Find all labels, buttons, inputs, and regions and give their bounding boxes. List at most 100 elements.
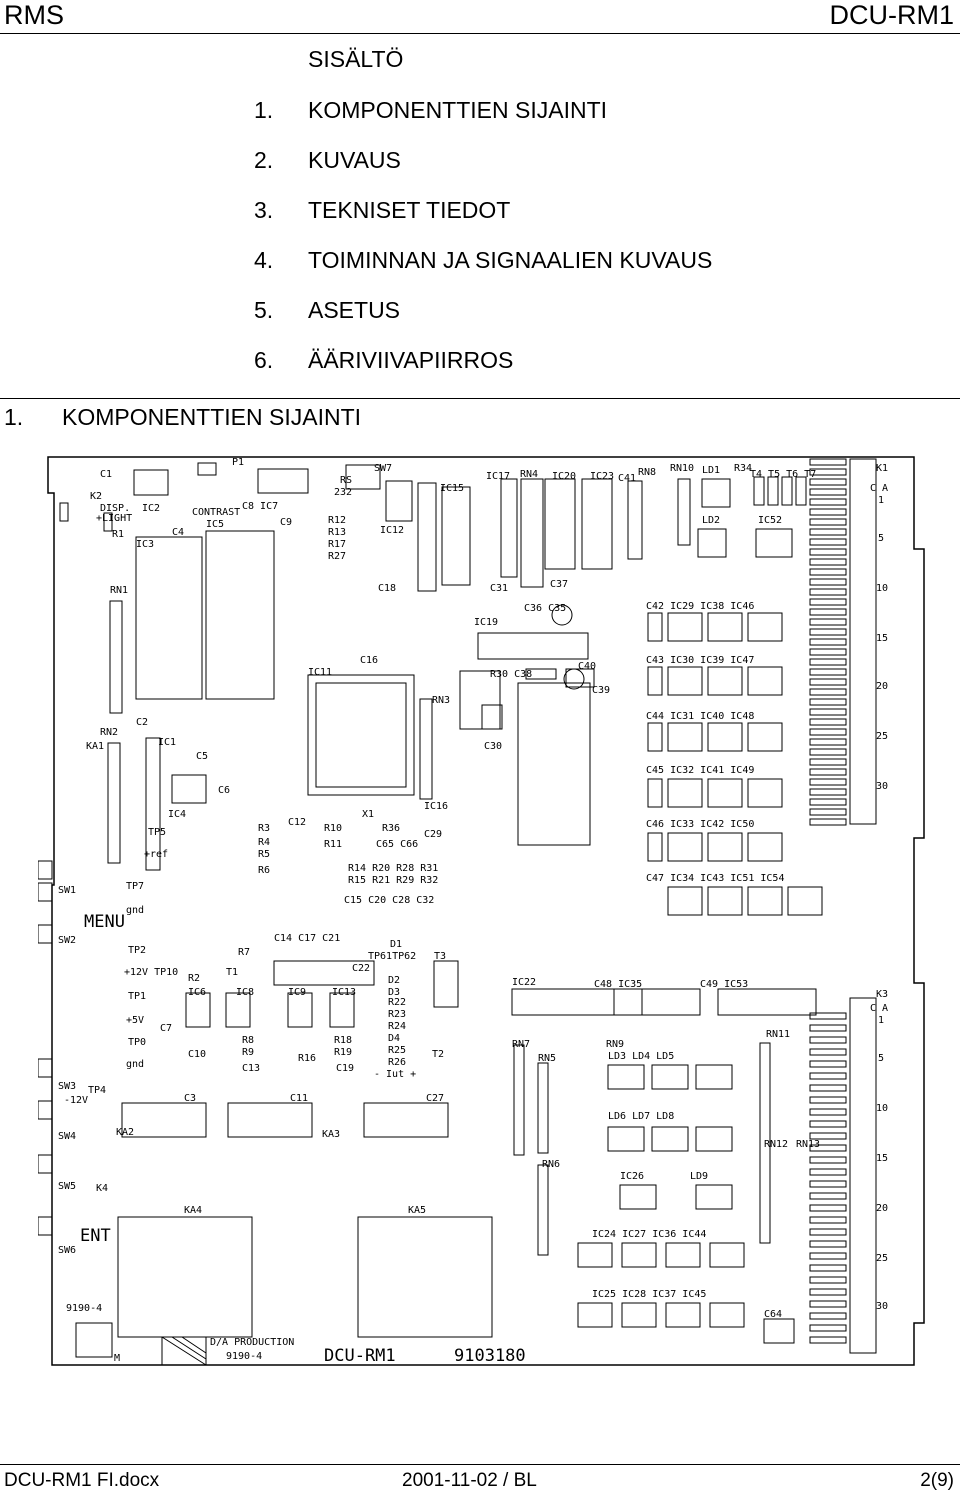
pcb-label-x1: X1 bbox=[362, 809, 374, 820]
pcb-label-c-a: C A bbox=[870, 483, 888, 494]
pcb-label-t3: T3 bbox=[434, 951, 446, 962]
pcb-label-c27: C27 bbox=[426, 1093, 444, 1104]
pcb-label-k3: K3 bbox=[876, 989, 888, 1000]
pcb-label-rn10: RN10 bbox=[670, 463, 694, 474]
footer-filename: DCU-RM1 FI.docx bbox=[4, 1470, 160, 1491]
pcb-label-k3-pin1: 1 bbox=[878, 1015, 884, 1026]
pcb-label-r30: R30 C38 bbox=[490, 669, 532, 680]
footer-divider bbox=[0, 1464, 960, 1465]
pcb-label-r26: R26 bbox=[388, 1057, 406, 1068]
pcb-label-ic2: IC2 bbox=[142, 503, 160, 514]
toc-item[interactable]: 4.TOIMINNAN JA SIGNAALIEN KUVAUS bbox=[254, 246, 712, 296]
pcb-label-r9: R9 bbox=[242, 1047, 254, 1058]
pcb-label-tp61: TP61TP62 bbox=[368, 951, 416, 962]
pcb-label-ld2: LD2 bbox=[702, 515, 720, 526]
pcb-label-sw4: SW4 bbox=[58, 1131, 76, 1142]
pcb-label-ic13: IC13 bbox=[332, 987, 356, 998]
section-title: KOMPONENTTIEN SIJAINTI bbox=[62, 404, 362, 430]
pcb-label-r5: R5 bbox=[258, 849, 270, 860]
pcb-label-c5: C5 bbox=[196, 751, 208, 762]
pcb-label-rn11: RN11 bbox=[766, 1029, 790, 1040]
pcb-label-k3-pin5: 5 bbox=[878, 1053, 884, 1064]
pcb-label-ic16: IC16 bbox=[424, 801, 448, 812]
pcb-label-c16: C16 bbox=[360, 655, 378, 666]
pcb-label-r10: R10 bbox=[324, 823, 342, 834]
pcb-label-ic52: IC52 bbox=[758, 515, 782, 526]
pcb-label-r13: R13 bbox=[328, 527, 346, 538]
toc-item[interactable]: 6.ÄÄRIVIIVAPIIRROS bbox=[254, 346, 712, 396]
toc-item[interactable]: 2.KUVAUS bbox=[254, 146, 712, 196]
pcb-label-ic3: IC3 bbox=[136, 539, 154, 550]
header-doc-name: RMS bbox=[4, 0, 64, 30]
pcb-label-ic5: IC5 bbox=[206, 519, 224, 530]
pcb-layout-drawing bbox=[38, 456, 925, 1366]
pcb-label-menu: MENU bbox=[84, 912, 125, 932]
toc-item[interactable]: 3.TEKNISET TIEDOT bbox=[254, 196, 712, 246]
pcb-label-side-code: 9190-4 bbox=[66, 1303, 102, 1314]
pcb-label-r22: R22 bbox=[388, 997, 406, 1008]
pcb-label-c37: C37 bbox=[550, 579, 568, 590]
pcb-label-ic11: IC11 bbox=[308, 667, 332, 678]
pcb-label-r24: R24 bbox=[388, 1021, 406, 1032]
pcb-label-rn5: RN5 bbox=[538, 1053, 556, 1064]
pcb-label-r3: R3 bbox=[258, 823, 270, 834]
pcb-label-rn2: RN2 bbox=[100, 727, 118, 738]
pcb-label-r6: R6 bbox=[258, 865, 270, 876]
pcb-label-r25: R25 bbox=[388, 1045, 406, 1056]
pcb-label-ic19: IC19 bbox=[474, 617, 498, 628]
pcb-label-sw5: SW5 bbox=[58, 1181, 76, 1192]
pcb-label-c46: C46 IC33 IC42 IC50 bbox=[646, 819, 754, 830]
pcb-label-sw2: SW2 bbox=[58, 935, 76, 946]
pcb-label-tp7: TP7 bbox=[126, 881, 144, 892]
toc-item-number: 6. bbox=[254, 347, 274, 373]
pcb-label-m: M bbox=[114, 1353, 120, 1364]
toc-item[interactable]: 5.ASETUS bbox=[254, 296, 712, 346]
header-device-name: DCU-RM1 bbox=[829, 0, 955, 30]
pcb-label-c64: C64 bbox=[764, 1309, 782, 1320]
pcb-label-ic17: IC17 bbox=[486, 471, 510, 482]
pcb-label-rn12: RN12 bbox=[764, 1139, 788, 1150]
pcb-label-contrast: CONTRAST bbox=[192, 507, 240, 518]
pcb-label-c14: C14 C17 C21 bbox=[274, 933, 340, 944]
toc-item-number: 3. bbox=[254, 197, 274, 223]
pcb-label-light: +LIGHT bbox=[96, 513, 132, 524]
pcb-label-tp0: TP0 bbox=[128, 1037, 146, 1048]
pcb-label-rs232: RS bbox=[340, 475, 352, 486]
pcb-label-c9: C9 bbox=[280, 517, 292, 528]
pcb-label-d4: D4 bbox=[388, 1033, 400, 1044]
pcb-label-c19: C19 bbox=[336, 1063, 354, 1074]
pcb-label-c2: C2 bbox=[136, 717, 148, 728]
pcb-label-r1: R1 bbox=[112, 529, 124, 540]
toc-item[interactable]: 1.KOMPONENTTIEN SIJAINTI bbox=[254, 96, 712, 146]
pcb-label-ic12: IC12 bbox=[380, 525, 404, 536]
pcb-label-ka2: KA2 bbox=[116, 1127, 134, 1138]
pcb-label-pin20: 20 bbox=[876, 681, 888, 692]
pcb-label-tp4: TP4 bbox=[88, 1085, 106, 1096]
pcb-label-pin1: 1 bbox=[878, 495, 884, 506]
pcb-label-pin25: 25 bbox=[876, 731, 888, 742]
pcb-label-ent: ENT bbox=[80, 1226, 111, 1246]
pcb-label-d2: D2 bbox=[388, 975, 400, 986]
pcb-label-c11: C11 bbox=[290, 1093, 308, 1104]
pcb-label-ic26: IC26 bbox=[620, 1171, 644, 1182]
pcb-label-c49: C49 IC53 bbox=[700, 979, 748, 990]
pcb-label-pin5: 5 bbox=[878, 533, 884, 544]
pcb-label-t4-t7: T4 T5 T6 T7 bbox=[750, 469, 816, 480]
pcb-label-c18: C18 bbox=[378, 583, 396, 594]
pcb-label-ic23: IC23 bbox=[590, 471, 614, 482]
pcb-label-ic20: IC20 bbox=[552, 471, 576, 482]
pcb-label-p1: P1 bbox=[232, 457, 244, 468]
pcb-label-pin15: 15 bbox=[876, 633, 888, 644]
pcb-label-232: 232 bbox=[334, 487, 352, 498]
pcb-label-c6: C6 bbox=[218, 785, 230, 796]
pcb-label-ref: +ref bbox=[144, 849, 168, 860]
toc-item-number: 2. bbox=[254, 147, 274, 173]
pcb-label-ld9: LD9 bbox=[690, 1171, 708, 1182]
pcb-label-ld3: LD3 LD4 LD5 bbox=[608, 1051, 674, 1062]
toc-item-label: KOMPONENTTIEN SIJAINTI bbox=[308, 97, 608, 123]
pcb-label-c10: C10 bbox=[188, 1049, 206, 1060]
pcb-label-serial: 9103180 bbox=[454, 1346, 526, 1366]
pcb-label-d1: D1 bbox=[390, 939, 402, 950]
pcb-label-rn8: RN8 bbox=[638, 467, 656, 478]
pcb-label-c15: C15 C20 C28 C32 bbox=[344, 895, 434, 906]
